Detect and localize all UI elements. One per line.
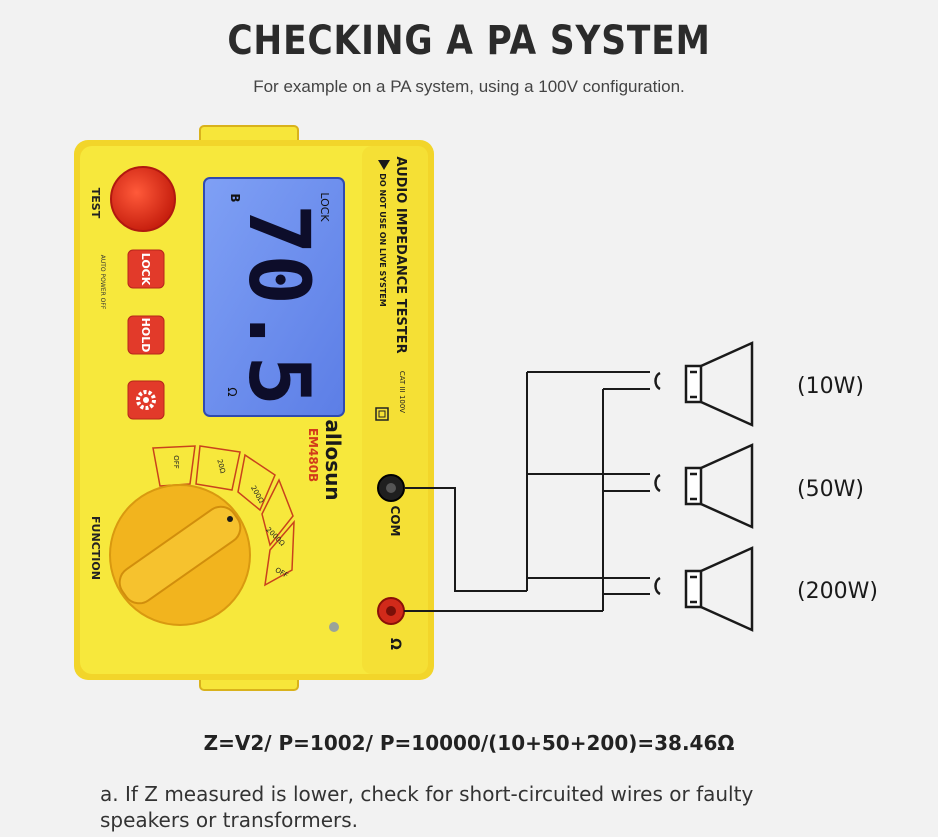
warning-triangle-icon (378, 160, 390, 170)
lock-button[interactable] (127, 249, 165, 289)
gear-icon (136, 390, 156, 410)
function-label: FUNCTION (89, 516, 102, 580)
function-dial-handle[interactable] (113, 500, 246, 609)
cat-rating-label: CAT III 100V (398, 371, 406, 413)
device-title-label: AUDIO IMPEDANCE TESTER (393, 156, 408, 353)
auto-power-off-label: AUTO POWER OFF (99, 255, 106, 310)
troubleshooting-note: a. If Z measured is lower, check for sho… (100, 782, 754, 832)
double-insulation-icon (375, 407, 389, 421)
lock-button-label: LOCK (139, 253, 152, 286)
speaker-label-1: (10W) (797, 374, 864, 399)
lcd-unit: Ω (225, 387, 239, 396)
test-button[interactable] (110, 166, 176, 232)
warning-label: DO NOT USE ON LIVE SYSTEM (378, 173, 387, 307)
ohm-terminal-label: Ω (387, 638, 403, 650)
lcd-battery-indicator: B (228, 193, 242, 202)
com-label: COM (388, 506, 402, 537)
brand-logo: allosun (321, 419, 345, 500)
speaker-icon-3 (654, 546, 754, 632)
speaker-label-3: (200W) (797, 579, 878, 604)
test-label: TEST (89, 188, 102, 219)
dial-position-off-1: OFF (172, 455, 180, 469)
dial-position-20: 20Ω (215, 458, 227, 474)
page-title: CHECKING A PA SYSTEM (227, 18, 711, 64)
device-side-panel (362, 146, 428, 674)
speaker-icon-1 (654, 341, 754, 427)
model-label: EM480B (306, 428, 320, 482)
lcd-lock-indicator: LOCK (318, 192, 331, 222)
speaker-icon-2 (654, 443, 754, 529)
dial-pointer-dot (227, 516, 233, 522)
hold-button-label: HOLD (139, 318, 152, 353)
page-subtitle: For example on a PA system, using a 100V… (253, 77, 685, 96)
wiring (404, 371, 650, 612)
hold-button[interactable] (127, 315, 165, 355)
speaker-label-2: (50W) (797, 477, 864, 502)
lcd-screen (203, 177, 345, 417)
impedance-formula: Z=V2/ P=1002/ P=10000/(10+50+200)=38.46Ω (203, 731, 735, 755)
indicator-led (329, 622, 339, 632)
lcd-reading: 70.5 (230, 204, 328, 406)
function-dial-scale (152, 445, 295, 587)
